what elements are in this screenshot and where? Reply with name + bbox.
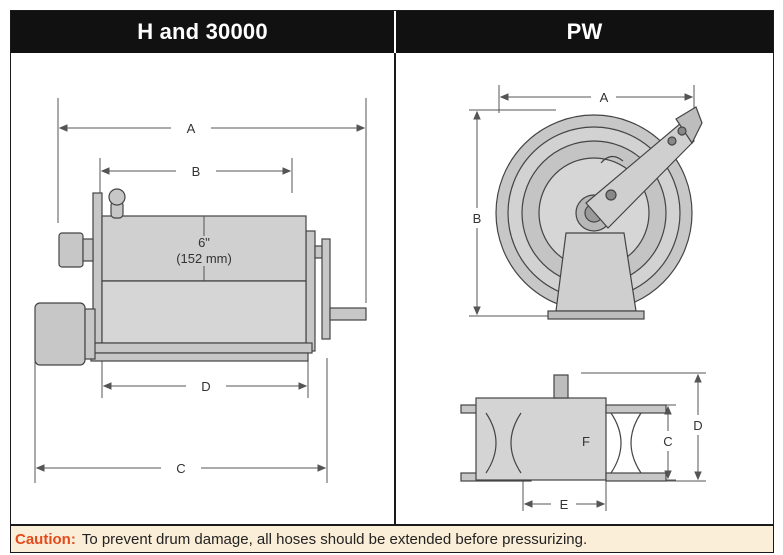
crank-arm — [321, 238, 331, 340]
base-bar — [86, 342, 313, 354]
pw-arm-roller-2 — [667, 136, 677, 146]
h-series-reel-diagram: 6" (152 mm) A B D C — [34, 98, 367, 483]
pw-dim-d-label: D — [693, 418, 702, 433]
pw-dim-f-label: F — [582, 434, 590, 449]
pw-stand-base — [547, 310, 645, 320]
pw-dim-a-arrow-right — [684, 93, 694, 101]
pw-top-right-curve-a — [610, 412, 622, 474]
top-knob — [108, 188, 126, 206]
pw-stand — [555, 232, 637, 312]
pw-reel-diagram: A B D C F E — [460, 85, 706, 512]
crank-handle — [329, 307, 367, 321]
dim-d-arrow-right — [298, 382, 308, 390]
dim-d-arrow-left — [102, 382, 112, 390]
dim-a-arrow-left — [58, 124, 68, 132]
pw-dim-a-arrow-left — [499, 93, 509, 101]
pw-top-drum-curve-right — [510, 412, 522, 474]
footer-divider — [11, 524, 773, 526]
pw-guide-arm — [585, 122, 695, 229]
dim-b-arrow-left — [100, 167, 110, 175]
base-foot — [90, 352, 309, 362]
pw-top-right-flange-bottom — [605, 472, 667, 482]
dim-c-arrow-left — [35, 464, 45, 472]
drum-diameter-note: 6" — [198, 235, 210, 250]
pw-hose-inlet — [600, 155, 624, 164]
pw-dim-b-label: B — [473, 211, 482, 226]
caution-label: Caution: — [15, 530, 76, 548]
pw-dim-c-label: C — [663, 434, 672, 449]
drum-diameter-metric: (152 mm) — [176, 251, 232, 266]
header-pw: PW — [396, 11, 773, 53]
pw-dim-d-arrow-bottom — [694, 471, 702, 481]
dim-b-arrow-right — [282, 167, 292, 175]
motor-coupling — [84, 308, 96, 360]
pw-top-drum-curve-left — [485, 412, 497, 474]
dim-d-label: D — [201, 379, 210, 394]
header-right-title: PW — [566, 19, 603, 44]
pw-dim-e-arrow-left — [523, 500, 533, 508]
hub-cap-left — [58, 232, 84, 268]
pw-top-right-curve-b — [630, 412, 642, 474]
pw-dim-b-arrow-bottom — [473, 306, 481, 316]
caution-text: To prevent drum damage, all hoses should… — [81, 530, 588, 548]
spec-diagram-frame: H and 30000 PW — [10, 10, 774, 553]
pw-top-body — [475, 397, 607, 481]
pw-arm-roller-1 — [677, 126, 687, 136]
pw-dim-e-arrow-right — [596, 500, 606, 508]
pw-dim-a-label: A — [600, 90, 609, 105]
header-left-title: H and 30000 — [137, 19, 268, 44]
header-h-and-30000: H and 30000 — [11, 11, 394, 53]
dim-a-arrow-right — [356, 124, 366, 132]
pw-dim-e-label: E — [560, 497, 569, 512]
drum-lower — [101, 280, 307, 344]
dim-a-label: A — [187, 121, 196, 136]
motor-housing — [34, 302, 86, 366]
caution-bar: Caution: To prevent drum damage, all hos… — [11, 526, 773, 552]
right-flange — [305, 230, 316, 352]
dim-c-arrow-right — [317, 464, 327, 472]
pw-dim-d-arrow-top — [694, 373, 702, 383]
dim-c-label: C — [176, 461, 185, 476]
pw-dim-b-arrow-top — [473, 110, 481, 120]
pw-top-right-flange-top — [605, 404, 667, 414]
pw-arm-bolt — [605, 189, 617, 201]
hub-neck-left — [82, 238, 94, 262]
pw-arm-tip — [675, 106, 703, 145]
panel-divider — [394, 53, 396, 524]
dim-b-label: B — [192, 164, 201, 179]
pw-top-swivel — [553, 374, 569, 399]
